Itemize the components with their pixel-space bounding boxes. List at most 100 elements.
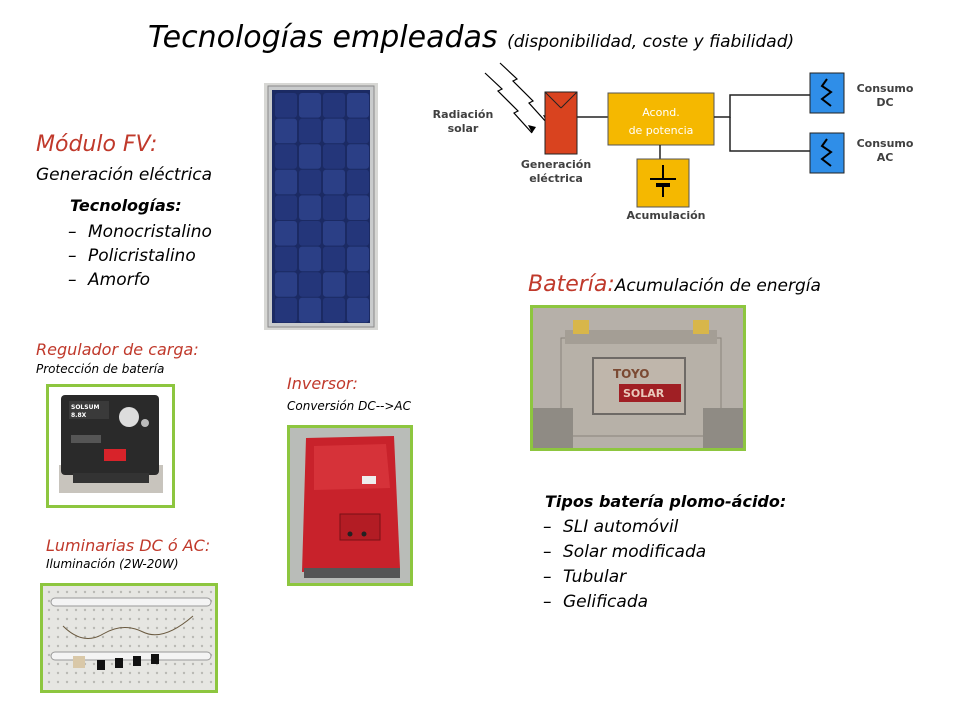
inversor-heading: Inversor: [287, 374, 358, 393]
luminarias-photo [40, 583, 218, 693]
peg-hole [56, 680, 60, 684]
generation-block [544, 91, 578, 155]
regulador-photo: SOLSUM 8.8X [46, 384, 175, 508]
peg-hole [83, 617, 87, 621]
peg-hole [65, 608, 69, 612]
peg-hole [155, 635, 159, 639]
peg-hole [47, 662, 51, 666]
peg-hole [119, 608, 123, 612]
page-title: Tecnologías empleadas (disponibilidad, c… [148, 20, 794, 55]
solar-cell [347, 195, 369, 220]
peg-hole [74, 617, 78, 621]
solar-cell [347, 118, 369, 144]
solar-cell [323, 144, 345, 169]
peg-hole [83, 671, 87, 675]
peg-hole [74, 590, 78, 594]
solar-cell [299, 297, 321, 323]
regulador-model: 8.8X [71, 412, 87, 419]
peg-hole [164, 635, 168, 639]
solar-cell [275, 272, 297, 297]
label-line: Generación [520, 158, 592, 171]
solar-cell [323, 93, 345, 118]
peg-hole [110, 617, 114, 621]
peg-hole [101, 671, 105, 675]
peg-hole [56, 671, 60, 675]
peg-hole [182, 644, 186, 648]
solar-cell [323, 297, 345, 323]
peg-hole [200, 590, 204, 594]
peg-hole [92, 626, 96, 630]
solar-cell [347, 144, 369, 169]
solar-cell [299, 221, 321, 246]
peg-hole [146, 626, 150, 630]
peg-hole [200, 671, 204, 675]
inversor-photo [287, 425, 413, 586]
solar-cell [275, 297, 297, 323]
peg-hole [47, 626, 51, 630]
peg-hole [110, 671, 114, 675]
luminarias-heading: Luminarias DC ó AC: [46, 536, 211, 555]
solar-cell [323, 246, 345, 272]
peg-hole [191, 662, 195, 666]
peg-hole [209, 635, 213, 639]
tipos-list: SLI automóvil Solar modificada Tubular G… [541, 515, 706, 615]
peg-hole [101, 635, 105, 639]
modulo-subtitle: Generación eléctrica [36, 165, 213, 185]
list-item: Monocristalino [66, 220, 212, 244]
peg-hole [137, 680, 141, 684]
peg-hole [209, 671, 213, 675]
peg-hole [92, 662, 96, 666]
modulo-heading: Módulo FV: [36, 132, 158, 157]
peg-hole [200, 617, 204, 621]
peg-hole [47, 617, 51, 621]
peg-hole [137, 644, 141, 648]
peg-hole [56, 635, 60, 639]
peg-hole [47, 680, 51, 684]
list-item: Policristalino [66, 244, 212, 268]
peg-hole [110, 662, 114, 666]
peg-hole [182, 626, 186, 630]
peg-hole [110, 608, 114, 612]
peg-hole [173, 671, 177, 675]
peg-hole [56, 662, 60, 666]
peg-hole [56, 608, 60, 612]
peg-hole [200, 662, 204, 666]
label-radiacion: Radiación solar [428, 108, 498, 136]
peg-hole [65, 671, 69, 675]
peg-hole [47, 671, 51, 675]
peg-hole [74, 608, 78, 612]
peg-hole [128, 680, 132, 684]
peg-hole [128, 590, 132, 594]
solar-cell [323, 272, 345, 297]
peg-hole [92, 671, 96, 675]
tipos-title: Tipos batería plomo-ácido: [545, 492, 787, 511]
system-diagram [484, 62, 845, 208]
label-line: Radiación [432, 108, 494, 121]
regulador-heading: Regulador de carga: [36, 340, 199, 359]
peg-hole [74, 680, 78, 684]
luminarias-drawing [47, 590, 213, 684]
peg-hole [200, 680, 204, 684]
solar-cell [299, 272, 321, 297]
solar-cell [299, 195, 321, 220]
title-subtitle: (disponibilidad, coste y fiabilidad) [507, 32, 795, 52]
peg-hole [164, 590, 168, 594]
peg-hole [74, 644, 78, 648]
peg-hole [164, 680, 168, 684]
solar-panel-drawing [267, 85, 375, 328]
lightning-icon [499, 62, 548, 124]
bateria-photo: TOYO SOLAR [530, 305, 746, 451]
peg-hole [74, 626, 78, 630]
peg-hole [137, 635, 141, 639]
peg-hole [83, 644, 87, 648]
solar-cell [347, 246, 369, 272]
peg-hole [182, 671, 186, 675]
label-consumo-dc: Consumo DC [850, 82, 920, 110]
peg-hole [164, 626, 168, 630]
peg-hole [191, 671, 195, 675]
bateria-heading-small: Acumulación de energía [614, 276, 821, 296]
peg-hole [119, 671, 123, 675]
peg-hole [191, 626, 195, 630]
acond-block [607, 92, 715, 146]
regulador-drawing: SOLSUM 8.8X [59, 395, 163, 493]
